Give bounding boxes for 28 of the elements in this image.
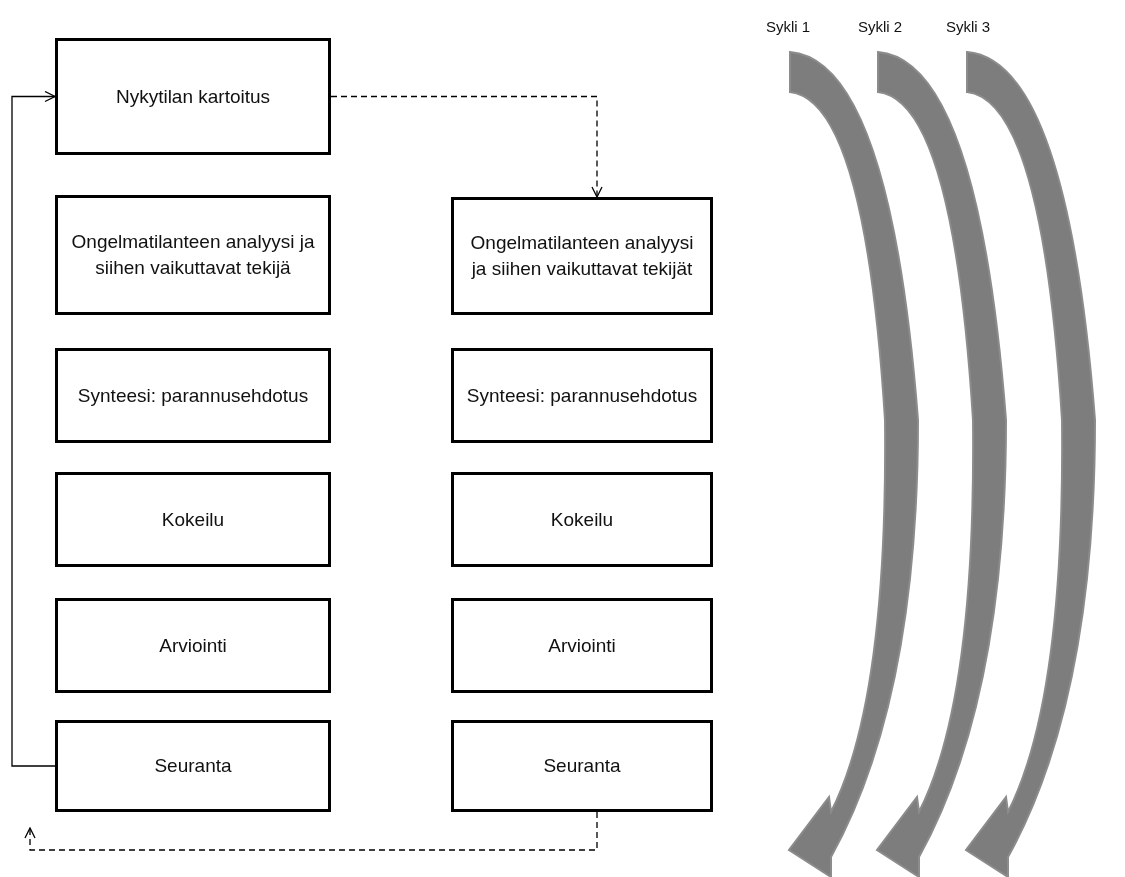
process-box [451,348,713,443]
process-box [451,472,713,567]
box-text: Seuranta [154,754,232,779]
arrow [330,95,603,198]
box-text: Ongelmatilanteen analyysi ja siihen vaikuttavat tekijä [70,230,316,280]
process-box [451,197,713,315]
process-box [55,348,331,443]
process-box [55,598,331,693]
process-box [451,720,713,812]
box-text: Nykytilan kartoitus [115,84,271,109]
arrow [24,811,598,851]
box-text: Ongelmatilanteen analyysi ja siihen vaikuttavat tekijät [469,231,695,281]
cycle-label: Sykli 2 [858,18,903,35]
box-text: Synteesi: parannusehdotus [466,383,698,408]
box-text: Kokeilu [550,507,614,532]
box-text: Arviointi [548,633,616,658]
cycle-label: Sykli 3 [946,18,991,35]
process-box [451,598,713,693]
box-text: Arviointi [159,633,227,658]
process-box [55,38,331,155]
process-box [55,195,331,315]
cycle-label: Sykli 1 [766,18,811,35]
process-box [55,472,331,567]
arrow [11,90,56,767]
box-text: Seuranta [543,754,621,779]
box-text: Synteesi: parannusehdotus [77,383,309,408]
process-box [55,720,331,812]
box-text: Kokeilu [161,507,225,532]
